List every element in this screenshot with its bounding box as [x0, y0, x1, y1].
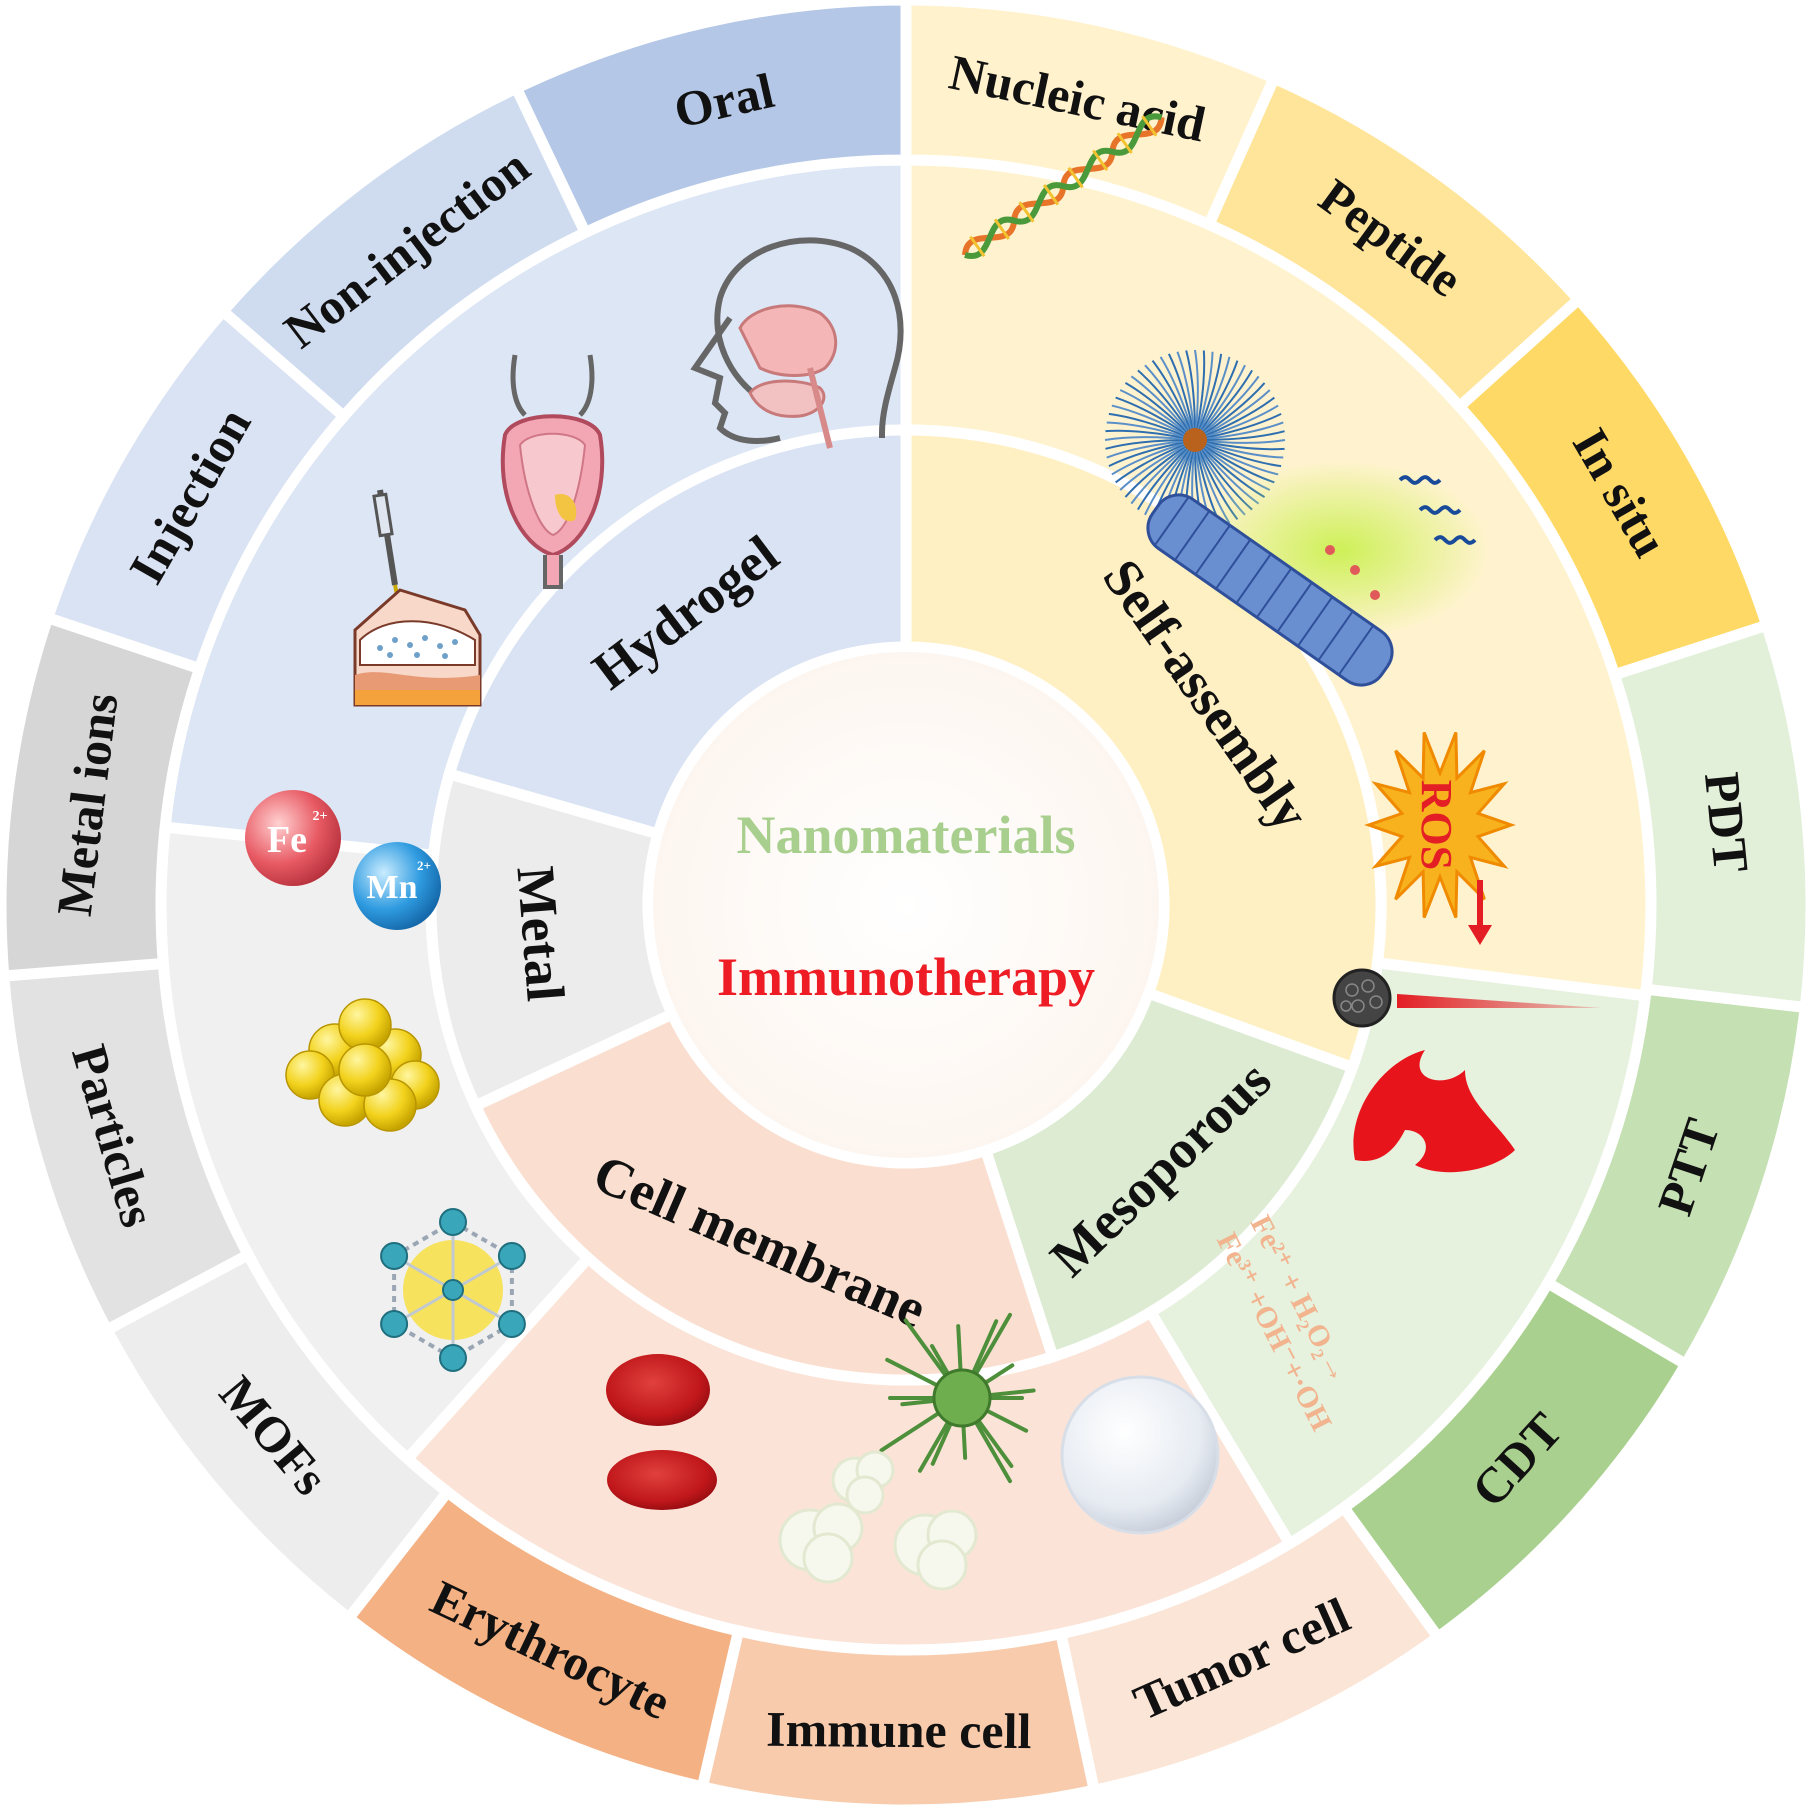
immune-cell-icon — [879, 1312, 1036, 1484]
center-circle — [643, 642, 1169, 1168]
ros-label: ROS — [1412, 780, 1461, 870]
mn-ion-icon: Mn 2+ — [353, 842, 441, 930]
hydrogel-illustrations — [353, 237, 904, 707]
mn-ion-label: Mn — [367, 869, 418, 906]
metal-illustrations: Fe 2+ Mn 2+ — [245, 790, 526, 1372]
sub-label-pdt: PDT — [1694, 770, 1760, 875]
self-assembly-illustrations — [962, 113, 1490, 687]
dna-helix-icon — [962, 113, 1165, 259]
mn-ion-charge: 2+ — [417, 858, 431, 873]
metal-nanoparticle-cluster-icon — [285, 998, 440, 1132]
center-title-immunotherapy: Immunotherapy — [717, 947, 1095, 1007]
ros-burst-icon: ROS — [1364, 731, 1516, 945]
sub-label-immune-cell: Immune cell — [766, 1701, 1032, 1759]
laser-nanoparticle-icon — [1332, 968, 1602, 1028]
tumor-cell-icon — [1060, 1375, 1220, 1535]
fe-ion-icon: Fe 2+ — [245, 790, 341, 886]
injection-skin-icon — [353, 489, 482, 707]
mof-framework-icon — [380, 1208, 526, 1372]
platelet-cluster-icon — [778, 1450, 978, 1591]
fe-ion-label: Fe — [267, 819, 307, 861]
heat-flame-icon — [1353, 1050, 1515, 1173]
head-icon — [690, 237, 904, 449]
sub-sector-metal-ions — [0, 610, 207, 982]
category-label-metal: Metal — [505, 864, 575, 1003]
fe-ion-charge: 2+ — [313, 809, 328, 824]
bladder-icon — [500, 354, 605, 589]
cell-membrane-illustrations — [606, 1312, 1220, 1591]
center-title-nanomaterials: Nanomaterials — [737, 805, 1076, 865]
erythrocyte-icon-2 — [607, 1450, 717, 1510]
center-disc: Nanomaterials Immunotherapy — [643, 642, 1169, 1168]
peptide-fiber-icon — [1146, 460, 1490, 687]
erythrocyte-icon-1 — [606, 1354, 710, 1426]
sub-sector-oral — [509, 0, 912, 240]
